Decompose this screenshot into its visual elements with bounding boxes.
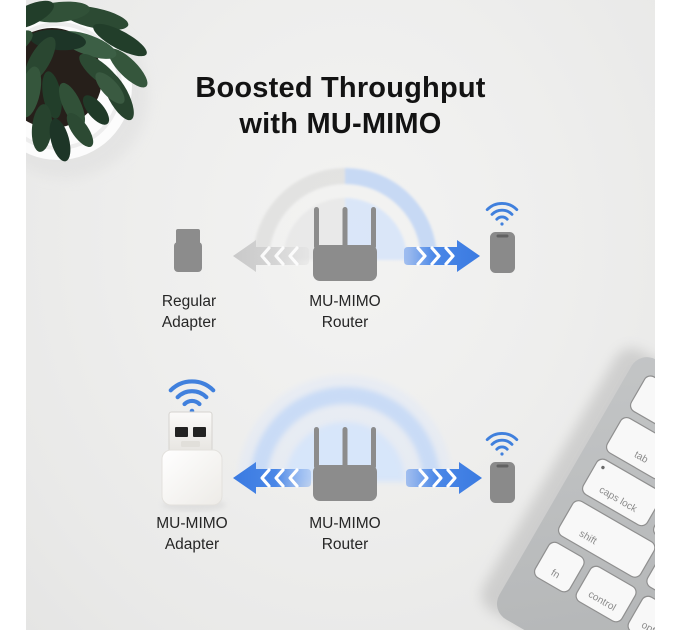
regular-adapter-label: Regular Adapter bbox=[129, 291, 249, 333]
left-white-margin bbox=[0, 0, 26, 630]
wifi-icon bbox=[485, 202, 519, 226]
page-title: Boosted Throughput with MU-MIMO bbox=[26, 70, 655, 142]
top-router-label-line1: MU-MIMO bbox=[309, 293, 381, 310]
bottom-router-label-line1: MU-MIMO bbox=[309, 515, 381, 532]
arrow-left-blue-icon bbox=[233, 462, 311, 494]
arrow-left-gray-icon bbox=[233, 240, 309, 272]
mumimo-adapter-label: MU-MIMO Adapter bbox=[132, 513, 252, 555]
plant-leaves bbox=[0, 0, 148, 162]
wifi-icon bbox=[168, 379, 216, 414]
router-icon bbox=[313, 207, 377, 281]
arrow-right-blue-icon bbox=[404, 240, 480, 272]
keyboard-key-label-option: option bbox=[639, 620, 668, 630]
bottom-router-label: MU-MIMO Router bbox=[285, 513, 405, 555]
mumimo-adapter-photo bbox=[161, 411, 226, 511]
top-router-label: MU-MIMO Router bbox=[285, 291, 405, 333]
regular-adapter-label-line1: Regular bbox=[161, 293, 217, 310]
top-router-label-line2: Router bbox=[321, 314, 369, 331]
mumimo-adapter-label-line1: MU-MIMO bbox=[156, 515, 228, 532]
title-line-2: with MU-MIMO bbox=[239, 108, 442, 140]
router-icon bbox=[313, 427, 377, 501]
wifi-icon bbox=[485, 432, 519, 456]
caps-lock-indicator bbox=[601, 465, 605, 470]
bottom-router-label-line2: Router bbox=[321, 536, 369, 553]
title-line-1: Boosted Throughput bbox=[195, 72, 486, 104]
arrow-right-blue-icon bbox=[406, 462, 482, 494]
mumimo-adapter-label-line2: Adapter bbox=[164, 536, 220, 553]
phone-icon bbox=[490, 232, 515, 273]
regular-adapter-icon bbox=[174, 229, 202, 272]
phone-icon bbox=[490, 462, 515, 503]
potted-plant-photo bbox=[0, 0, 148, 178]
keyboard-photo: tab caps lock shift fn control option bbox=[481, 348, 680, 630]
regular-adapter-label-line2: Adapter bbox=[161, 314, 217, 331]
right-white-margin bbox=[655, 0, 680, 630]
